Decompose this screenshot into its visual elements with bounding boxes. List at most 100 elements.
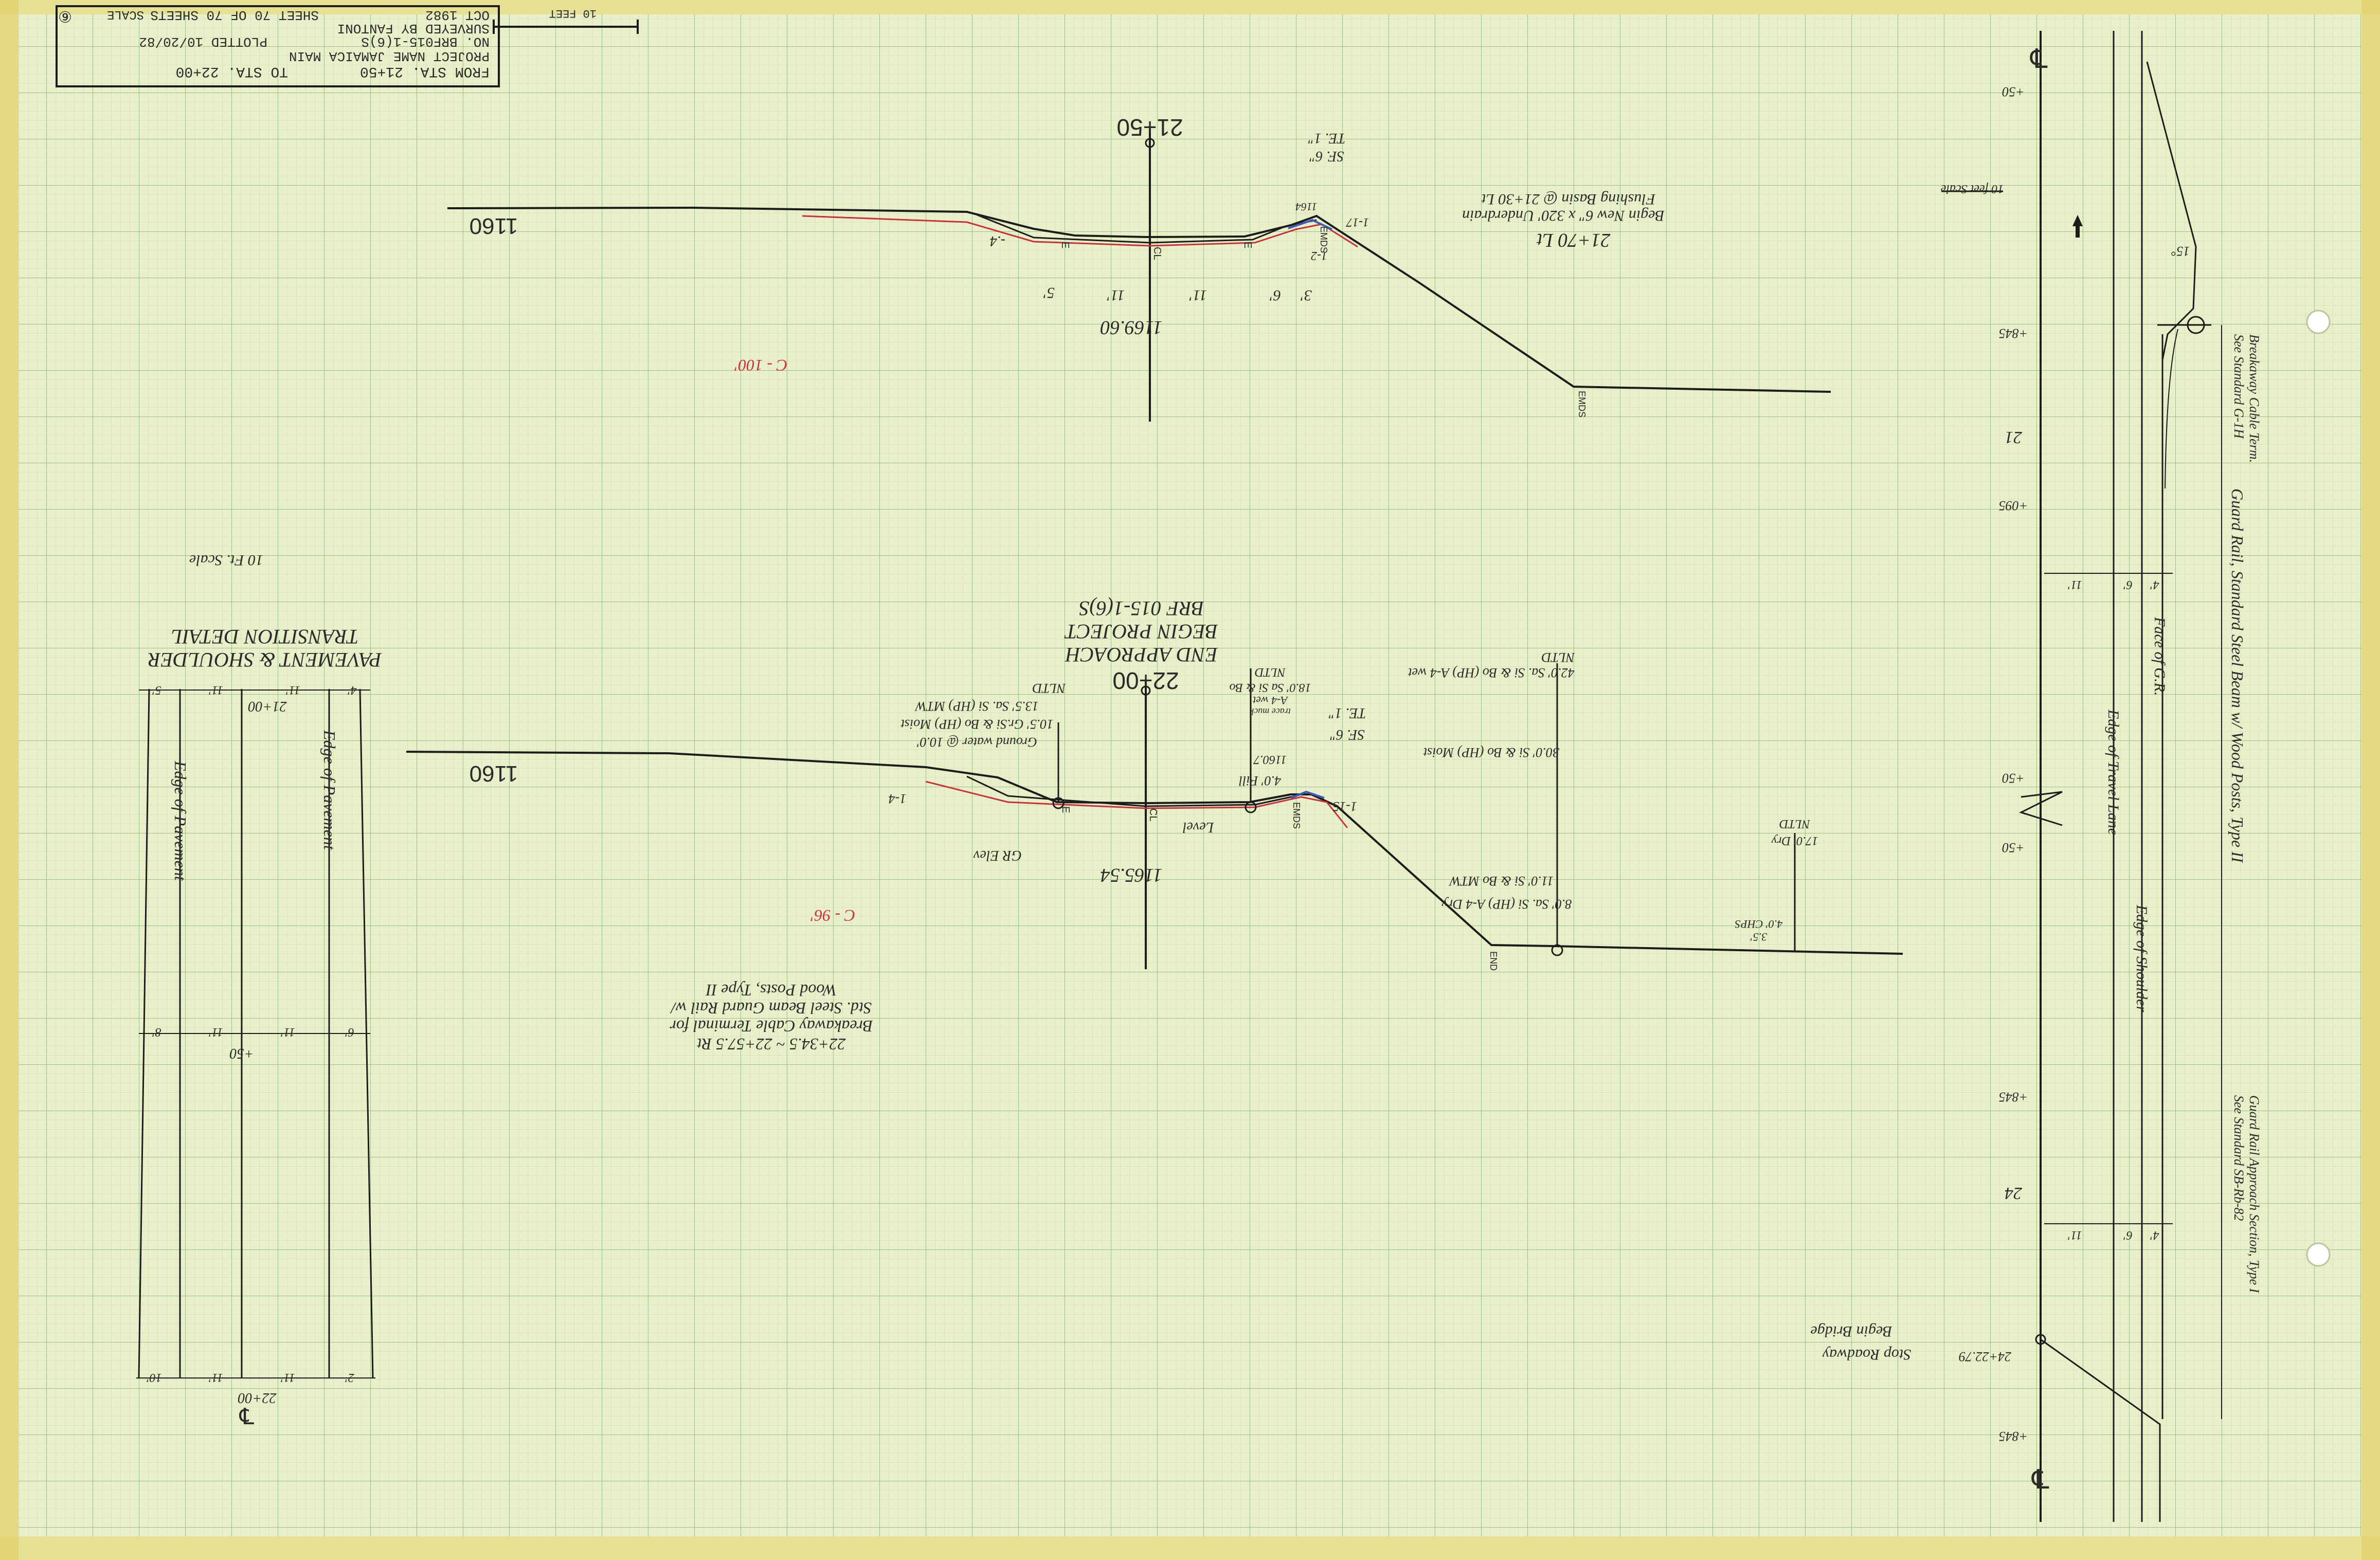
section-top-underdrain-1: 21+70 Lt <box>1536 229 1610 251</box>
plan-dim-2a: 11' <box>2067 1228 2082 1242</box>
boring-right-line-2: 42.0' Sa. Si & Bo (HP) A-4 wet <box>1408 665 1574 680</box>
section-top-grade-slope: -.4 <box>990 233 1005 249</box>
section-bottom-red-proposed <box>925 781 1348 828</box>
binding-hole-bottom <box>2306 1242 2331 1267</box>
plan-edge-travel-label: Edge of Travel Lane <box>2105 709 2122 835</box>
section-top-red-note: C - 100' <box>734 356 787 375</box>
section-top-dim-2: 11' <box>1107 287 1125 304</box>
section-top-dims: 5' 11' 11' 6' 3' <box>1043 284 1312 304</box>
boring-far-line-2: 17.0' Dry <box>1771 834 1818 847</box>
section-top-pt-2: 1-17 <box>1346 215 1369 229</box>
binding-hole-top <box>2306 310 2331 334</box>
transition-dim-mid-1: 8' <box>152 1025 161 1039</box>
section-bottom-label-slope-left: 1-4 <box>889 791 907 806</box>
plan-view: 10 feet Scale ℄ ℄ +50 +845 21 +095 +50 +… <box>1810 31 2262 1522</box>
plan-station-4: +095 <box>1999 498 2028 513</box>
plan-approach-1: Guard Rail Approach Section, Type I <box>2247 1095 2262 1294</box>
transition-detail: PAVEMENT & SHOULDER TRANSITION DETAIL 10… <box>136 552 382 1429</box>
section-bottom-fill-elev: 1160.7 <box>1253 753 1287 766</box>
boring-center-line-1: NLTD <box>1255 665 1286 679</box>
title-block-date: OCT 1982 <box>425 7 490 23</box>
section-top-label-edge-left: E <box>1059 242 1071 248</box>
section-top-ground-elev: 1169.60 <box>1101 317 1163 338</box>
section-top-pavement-line <box>977 214 1317 244</box>
section-top-pt-3: 1-2 <box>1311 249 1327 262</box>
title-scale-bar: 10 FEET <box>493 7 639 34</box>
tape-edge-right <box>2361 0 2380 1560</box>
boring-center-line-4: trace muck <box>1249 706 1290 717</box>
plan-stations: +50 +845 21 +095 +50 +50 +845 24 +845 <box>1999 84 2028 1444</box>
boring-log-left: Ground water @ 10.0' 10.5' Gr.Si & Bo (H… <box>900 681 1066 750</box>
grid-paper-major <box>19 14 2361 1536</box>
section-bottom-red-note: C - 96' <box>810 906 855 925</box>
plan-guardrail-flare-2 <box>2165 329 2178 489</box>
section-bottom-slope-1: SF. 6" <box>1330 727 1364 742</box>
plan-break-symbol <box>2019 791 2063 826</box>
title-block-plotted: PLOTTED 10/20/82 <box>139 34 267 49</box>
transition-scale-note: 10 Ft. Scale <box>189 552 263 569</box>
section-top-label-emds-2: EMDS <box>1577 391 1587 418</box>
plan-dim-2c: 4' <box>2150 1228 2159 1242</box>
section-top-station-mark <box>1145 138 1155 148</box>
plan-bridge-point <box>2035 1334 2046 1345</box>
section-bottom-label-emds: EMDS <box>1291 802 1302 829</box>
plan-approach-2: See Standard SB-Rb-82 <box>2231 1095 2246 1221</box>
section-top-slope-2: TE. 1" <box>1308 130 1346 146</box>
plan-dim-2b: 6' <box>2123 1228 2133 1242</box>
plan-station-7: +845 <box>1999 1090 2028 1104</box>
transition-dim-top-1: 5' <box>152 683 161 697</box>
plan-begin-bridge: Begin Bridge <box>1810 1323 1892 1340</box>
transition-dim-top-3: 11' <box>285 683 300 697</box>
rail-note-line-2: Breakaway Cable Terminal for <box>670 1017 873 1036</box>
plan-edge-shoulder-label: Edge of Shoulder <box>2133 904 2150 1012</box>
boring-log-far: NLTD 17.0' Dry 4.0' CHPS 3.5' <box>1735 817 1818 944</box>
transition-cl-mark: ℄ <box>239 1404 255 1429</box>
plan-guardrail-label: Guard Rail, Standard Steel Beam w/ Wood … <box>2228 488 2247 863</box>
section-top-blue-guardrail <box>1288 219 1332 230</box>
section-bottom: 22+00 1160 END APPROACH BEGIN PROJECT BR… <box>406 597 1903 1054</box>
section-bottom-end-approach-1: END APPROACH <box>1065 643 1218 666</box>
title-block-surveyed-by: SURVEYED BY FANTONI <box>337 21 490 36</box>
section-top-dim-1: 5' <box>1043 284 1055 301</box>
section-bottom-ground-elev: 1165.54 <box>1101 864 1163 886</box>
plan-station-5: +50 <box>2002 771 2025 786</box>
boring-left-line-4: NLTD <box>1033 681 1067 696</box>
plan-station-3: 21 <box>2005 428 2022 447</box>
section-bottom-slope-2: TE. 1" <box>1329 705 1366 721</box>
boring-far-line-1: NLTD <box>1779 817 1811 830</box>
plan-cl-mark-top: ℄ <box>2029 44 2048 74</box>
section-top-label-emds-1: EMDS <box>1319 226 1329 253</box>
section-bottom-station-mark <box>1141 685 1151 696</box>
plan-angle: 15° <box>2171 244 2190 259</box>
section-bottom-gr-elev: GR Elev <box>973 847 1022 863</box>
tape-edge-bottom <box>0 1536 2380 1560</box>
boring-log-center: NLTD 18.0' Sa Si & Bo A-4 wet trace muck <box>1229 665 1311 717</box>
title-block-project-no: NO. BRF015-1(6)S <box>361 34 490 49</box>
plan-stop-roadway: Stop Roadway <box>1822 1346 1911 1363</box>
section-bottom-elev-ref: 1160 <box>470 761 518 786</box>
section-bottom-fill: 4.0' Fill <box>1239 773 1281 788</box>
transition-dim-mid-3: 11' <box>280 1025 295 1039</box>
transition-dim-mid-4: 6' <box>345 1025 354 1039</box>
boring-right-line-4: 11.0' Si & Bo MTW <box>1449 874 1554 888</box>
plan-station-8: 24 <box>2005 1184 2022 1203</box>
transition-dim-mid-2: 11' <box>208 1025 223 1039</box>
section-bottom-pavement-line <box>966 775 1296 807</box>
transition-title-2: TRANSITION DETAIL <box>171 625 359 648</box>
section-top-elev-ref: 1160 <box>470 213 518 239</box>
transition-dim-bottom-3: 11' <box>280 1371 295 1384</box>
section-top-slope-1: SF. 6" <box>1309 148 1344 164</box>
section-bottom-label-slope-right: 1-15 <box>1332 799 1357 814</box>
plan-bridge-line <box>2040 1338 2161 1522</box>
boring-far-line-4: 3.5' <box>1751 931 1768 944</box>
plan-guardrail-flare <box>2146 61 2197 360</box>
section-bottom-label-end: END <box>1488 951 1499 971</box>
boring-center-line-3: A-4 wet <box>1252 694 1289 707</box>
plan-breakaway-1: Breakaway Cable Term. <box>2247 334 2262 463</box>
section-top-dim-3: 11' <box>1189 287 1207 304</box>
title-block-sheet-mark: ⑥ <box>58 8 72 25</box>
boring-right-line-3: 30.0' Si & Bo (HP) Moist <box>1423 745 1560 760</box>
plan-bridge-sta: 24+22.79 <box>1959 1349 2011 1364</box>
title-block: FROM STA. 21+50 TO STA. 22+00 PROJECT NA… <box>56 5 500 87</box>
plan-dim-1b: 6' <box>2123 578 2133 591</box>
